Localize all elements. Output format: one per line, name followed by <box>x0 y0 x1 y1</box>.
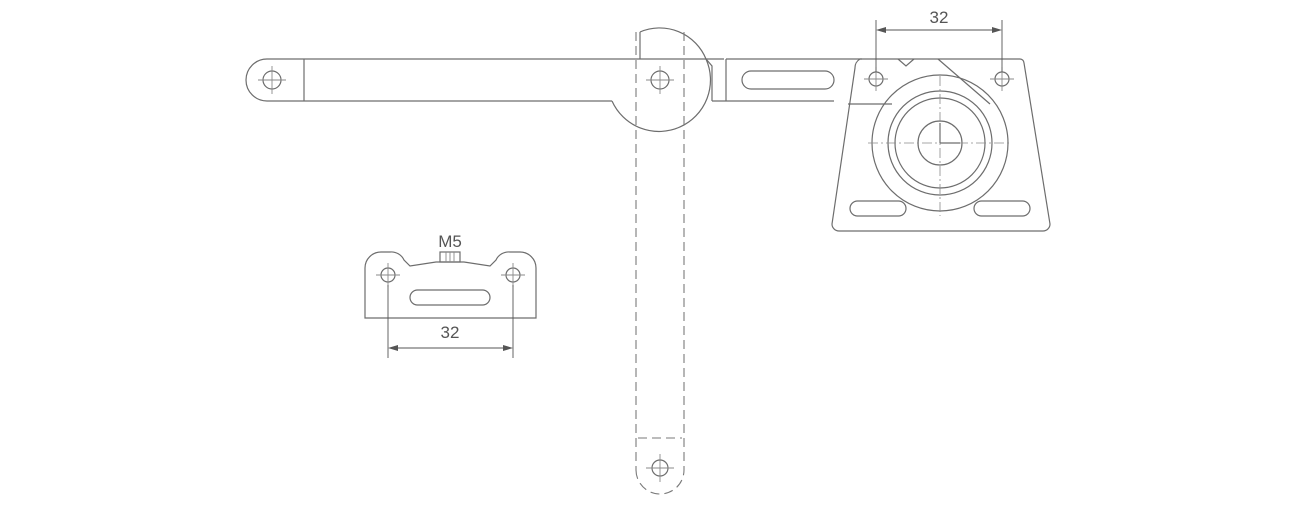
bracket-hole-right <box>501 263 525 287</box>
small-bracket: M5 <box>364 232 537 319</box>
arm-pivot-hole <box>258 66 286 94</box>
bracket-hole-left <box>376 263 400 287</box>
long-arm <box>245 58 862 102</box>
alternate-position-arm <box>635 32 685 495</box>
plate-slot-right <box>973 200 1031 217</box>
dimension-bottom: 32 <box>387 285 514 358</box>
hub-bearing <box>868 74 1012 216</box>
dimension-bottom-label: 32 <box>441 323 460 342</box>
dimension-top: 32 <box>875 8 1003 72</box>
mounting-plate <box>831 58 1051 232</box>
thread-stud <box>439 251 461 263</box>
swing-arc <box>611 58 712 133</box>
alternate-pivot-hole <box>646 454 674 482</box>
plate-slot-left <box>849 200 907 217</box>
arm-slot <box>741 70 835 90</box>
arm-middle-hole <box>646 66 674 94</box>
thread-label: M5 <box>438 232 462 251</box>
bracket-slot <box>409 289 491 306</box>
dimension-top-label: 32 <box>930 8 949 27</box>
